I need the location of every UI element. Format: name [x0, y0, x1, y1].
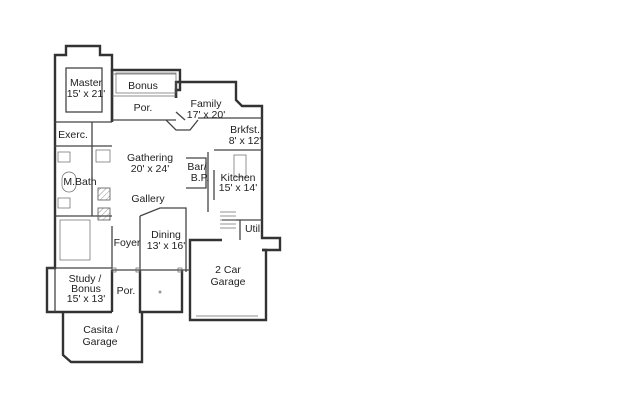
room-casita-name: Casita / — [83, 324, 119, 336]
room-gallery-name: Gallery — [131, 193, 165, 205]
room-mbath-name: M.Bath — [63, 176, 96, 188]
room-garage-name: 2 Car — [215, 264, 241, 276]
room-kitchen-size: 15' x 14' — [219, 182, 257, 194]
room-labels: Master 15' x 21' Bonus Por. Family 17' x… — [58, 77, 263, 348]
room-foyer-name: Foyer — [114, 237, 141, 249]
room-family-size: 17' x 20' — [187, 109, 225, 121]
room-family-name: Family — [191, 98, 223, 110]
room-dining-name: Dining — [151, 229, 181, 241]
room-garage-name2: Garage — [210, 276, 245, 288]
room-bar-name2: B.P. — [191, 172, 210, 184]
room-porch-top-name: Por. — [134, 102, 153, 114]
room-brkfst-size: 8' x 12' — [229, 135, 262, 147]
room-kitchen-name: Kitchen — [220, 172, 255, 184]
room-casita-name2: Garage — [82, 336, 117, 348]
room-brkfst-name: Brkfst. — [230, 124, 260, 136]
room-util-name: Util. — [245, 223, 263, 235]
room-study-size: 15' x 13' — [67, 293, 105, 305]
room-exerc-name: Exerc. — [58, 129, 88, 141]
room-master-size: 15' x 21' — [67, 88, 105, 100]
room-bonus-name: Bonus — [128, 80, 158, 92]
room-gathering-name: Gathering — [127, 152, 173, 164]
room-study-name2: Bonus — [71, 283, 101, 295]
room-master-name: Master — [70, 77, 103, 89]
room-dining-size: 13' x 16' — [147, 240, 185, 252]
room-bar-name: Bar/ — [187, 161, 206, 173]
room-study-name: Study / — [69, 273, 102, 285]
room-gathering-size: 20' x 24' — [131, 163, 169, 175]
interior-walls — [47, 67, 262, 317]
room-porch-front-name: Por. — [117, 285, 136, 297]
